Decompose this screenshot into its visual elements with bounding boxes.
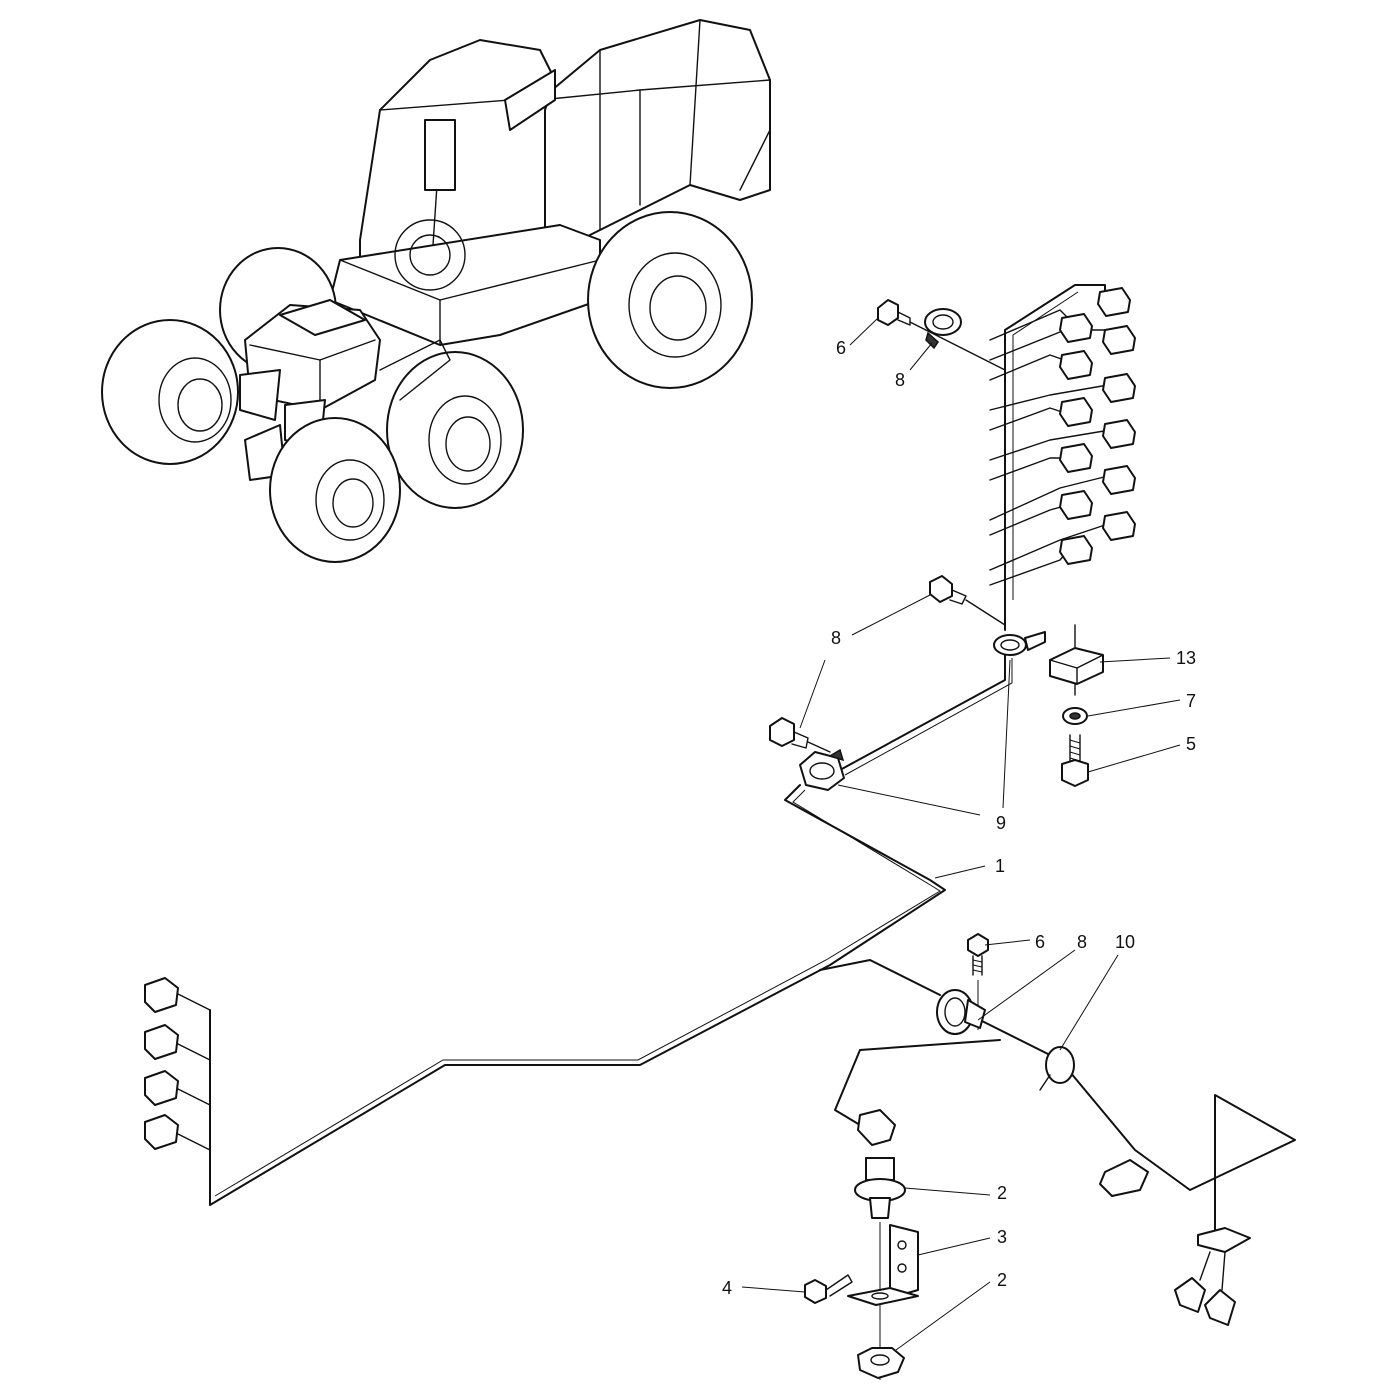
bolt-8-mid bbox=[929, 575, 967, 605]
callout-8-lower: 8 bbox=[1077, 932, 1087, 952]
bolt-4 bbox=[804, 1274, 853, 1304]
harness-link-inner bbox=[844, 658, 1013, 776]
callout-7: 7 bbox=[1186, 691, 1196, 711]
nut-2-lower bbox=[857, 1347, 905, 1379]
callout-8-upper: 8 bbox=[895, 370, 905, 390]
callout-1: 1 bbox=[995, 856, 1005, 876]
callout-2-upper: 2 bbox=[997, 1183, 1007, 1203]
clamp-9-right bbox=[993, 631, 1046, 656]
right-sensor-mount bbox=[1174, 1227, 1251, 1326]
bolt-6-upper bbox=[877, 299, 911, 326]
bolt-left-line bbox=[807, 741, 831, 753]
machine-illustration bbox=[101, 19, 771, 563]
callout-2-lower: 2 bbox=[997, 1270, 1007, 1290]
washer-7 bbox=[1062, 707, 1088, 725]
harness-link bbox=[839, 654, 1006, 771]
main-harness-1 bbox=[209, 784, 946, 1206]
clamp-harness-line bbox=[909, 321, 1006, 371]
bolt-mid-line bbox=[965, 599, 1006, 626]
callout-9: 9 bbox=[996, 813, 1006, 833]
end-sleeve bbox=[1099, 1159, 1149, 1197]
clamp-9-left bbox=[799, 748, 845, 791]
callout-6-lower: 6 bbox=[1035, 932, 1045, 952]
bolt-6-lower bbox=[967, 933, 989, 976]
bolt-8-left bbox=[769, 717, 809, 749]
callout-3: 3 bbox=[997, 1227, 1007, 1247]
callout-13: 13 bbox=[1176, 648, 1196, 668]
left-connectors bbox=[144, 977, 179, 1150]
upper-harness-branches bbox=[989, 309, 1111, 586]
connector-plug bbox=[857, 1109, 896, 1146]
callout-5: 5 bbox=[1186, 734, 1196, 754]
callout-6-upper: 6 bbox=[836, 338, 846, 358]
callout-labels: 6 8 8 13 7 5 9 1 6 8 10 2 3 4 2 bbox=[722, 338, 1196, 1298]
clip-10 bbox=[1039, 1046, 1075, 1091]
block-13 bbox=[1049, 647, 1104, 685]
clamp-8-lower bbox=[936, 989, 986, 1035]
leader-lines bbox=[741, 317, 1181, 1351]
clamp-8-upper bbox=[924, 308, 962, 350]
bolt-5 bbox=[1061, 734, 1089, 787]
upper-harness-connectors bbox=[1059, 287, 1136, 565]
bracket-3 bbox=[847, 1224, 919, 1306]
callout-4: 4 bbox=[722, 1278, 732, 1298]
callout-8-mid: 8 bbox=[831, 628, 841, 648]
sensor-2-upper bbox=[854, 1157, 906, 1219]
callout-10: 10 bbox=[1115, 932, 1135, 952]
